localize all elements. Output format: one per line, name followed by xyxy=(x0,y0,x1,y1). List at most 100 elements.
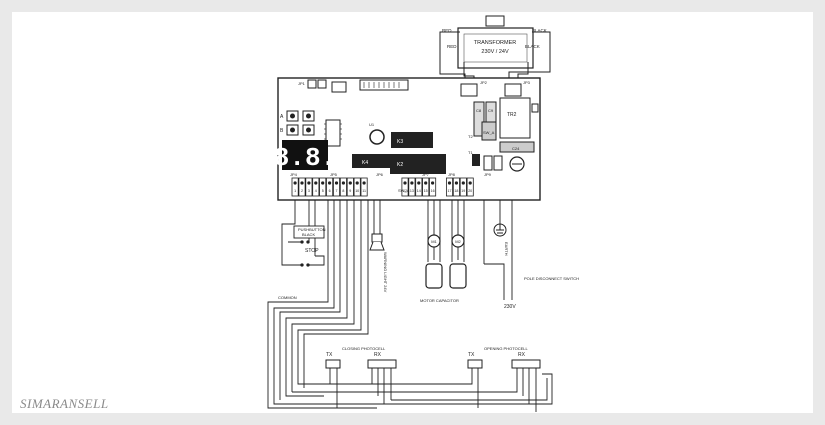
terminal-screw xyxy=(410,181,414,185)
terminal-block xyxy=(429,177,437,197)
seven-segment-display: 8.8. xyxy=(274,140,336,173)
terminal-screw xyxy=(424,181,428,185)
terminal-number: 13 xyxy=(410,189,414,193)
svg-text:M2: M2 xyxy=(455,239,461,244)
cap-c9: C9 xyxy=(488,108,494,113)
terminal-screw xyxy=(314,181,318,185)
jp8-label: JP8 xyxy=(448,172,456,177)
motor-m2: M2 xyxy=(449,234,467,289)
terminal-number: 9 xyxy=(349,189,351,193)
terminal-block xyxy=(346,177,354,197)
transformer: TRANSFORMER 230V / 24V RED BLACK RED BLA… xyxy=(439,15,551,84)
diagram-canvas: TRANSFORMER 230V / 24V RED BLACK RED BLA… xyxy=(12,12,813,413)
terminal-block xyxy=(319,177,327,197)
terminal-number: 7 xyxy=(336,189,338,193)
terminal-number: 3 xyxy=(308,189,310,193)
terminal-block xyxy=(332,177,340,197)
stop-label: STOP xyxy=(305,248,319,254)
cap-c8: C8 xyxy=(476,108,482,113)
terminal-number: 14 xyxy=(417,189,421,193)
svg-text:M1: M1 xyxy=(431,239,437,244)
terminal-number: 8 xyxy=(342,189,344,193)
terminal-block xyxy=(415,177,423,197)
mains-label: 230V xyxy=(504,304,516,310)
triac-t2: T2 xyxy=(468,134,473,139)
terminal-number: 6 xyxy=(329,189,331,193)
terminal-block xyxy=(466,177,474,197)
transformer-wire-red-top: RED xyxy=(442,28,452,33)
wiring-diagram: TRANSFORMER 230V / 24V RED BLACK RED BLA… xyxy=(267,15,579,412)
terminal-block xyxy=(422,177,430,197)
earth-symbol: EARTH xyxy=(493,223,509,256)
switch-note: POLE DISCONNECT SWITCH xyxy=(524,276,579,281)
terminal-block xyxy=(459,177,467,197)
pushbutton-label: PUSHBUTTON xyxy=(298,227,326,232)
closing-tx-label: TX xyxy=(326,352,333,358)
transformer-wire-black: BLACK xyxy=(525,44,540,49)
jp3-label: JP3 xyxy=(523,80,531,85)
relay-k3: K3 xyxy=(397,139,403,145)
terminal-number: 12 xyxy=(403,189,407,193)
buzzer xyxy=(369,129,385,145)
terminal-block xyxy=(326,177,334,197)
sw-a-label: SW_A xyxy=(398,188,410,193)
terminal-block xyxy=(339,177,347,197)
triac-t1: T1 xyxy=(468,150,473,155)
terminal-screw xyxy=(355,181,359,185)
terminal-number: 16 xyxy=(431,189,435,193)
terminal-number: 17 xyxy=(448,189,452,193)
terminal-screw xyxy=(431,181,435,185)
transformer-wire-black-top: BLACK xyxy=(532,28,547,33)
terminal-screw xyxy=(307,181,311,185)
terminal-number: 5 xyxy=(322,189,324,193)
terminal-number: 10 xyxy=(355,189,359,193)
jp1-label: JP1 xyxy=(298,81,306,86)
terminal-screw xyxy=(447,181,452,185)
board-buttons: A B xyxy=(280,110,315,136)
terminal-screw xyxy=(334,181,339,185)
transformer-tr2: TR2 xyxy=(507,112,517,118)
terminal-number: 1 xyxy=(294,189,296,193)
relays: K3 K4 K2 xyxy=(352,132,446,174)
terminal-number: 20 xyxy=(468,189,472,193)
terminal-block xyxy=(312,177,320,197)
terminal-screw xyxy=(461,181,465,185)
relay-k4: K4 xyxy=(362,160,368,166)
terminal-number: 19 xyxy=(461,189,465,193)
terminal-number: 11 xyxy=(362,189,366,193)
terminal-screw xyxy=(321,181,325,185)
jp4-label: JP4 xyxy=(290,172,298,177)
u1-label: U1 xyxy=(369,122,375,127)
jp9-label: JP9 xyxy=(484,172,492,177)
closing-rx-label: RX xyxy=(374,352,382,358)
cap-c23: SW_A xyxy=(483,130,495,135)
cap-c24: C24 xyxy=(512,146,520,151)
transformer-title: TRANSFORMER xyxy=(474,40,517,46)
terminal-block xyxy=(452,177,460,197)
terminal-screw xyxy=(417,181,421,185)
svg-text:B: B xyxy=(280,128,284,134)
terminal-screw xyxy=(403,181,407,185)
terminal-number: 4 xyxy=(315,189,317,193)
closing-photocell: CLOSING PHOTOCELL TX RX xyxy=(325,346,397,369)
terminal-screw xyxy=(454,181,458,185)
closing-photocell-label: CLOSING PHOTOCELL xyxy=(342,346,386,351)
terminal-block xyxy=(353,177,361,197)
terminal-block xyxy=(401,177,409,197)
terminal-number: 15 xyxy=(424,189,428,193)
terminal-block xyxy=(291,177,299,197)
terminal-screw xyxy=(341,181,345,185)
jp5-label: JP5 xyxy=(330,172,338,177)
transformer-wire-red: RED xyxy=(447,44,457,49)
terminal-block xyxy=(445,177,453,197)
pushbutton-black-label: BLACK xyxy=(302,232,315,237)
display-digits: 8.8. xyxy=(274,143,336,173)
common-label: COMMON xyxy=(278,295,297,300)
capacitor-note: MOTOR CAPACITOR xyxy=(420,298,459,303)
terminal-block xyxy=(298,177,306,197)
terminal-block xyxy=(408,177,416,197)
terminal-number: 18 xyxy=(454,189,458,193)
motor-m1: M1 xyxy=(425,234,443,289)
terminal-block xyxy=(360,177,368,197)
jp7-label: JP7 xyxy=(422,172,430,177)
